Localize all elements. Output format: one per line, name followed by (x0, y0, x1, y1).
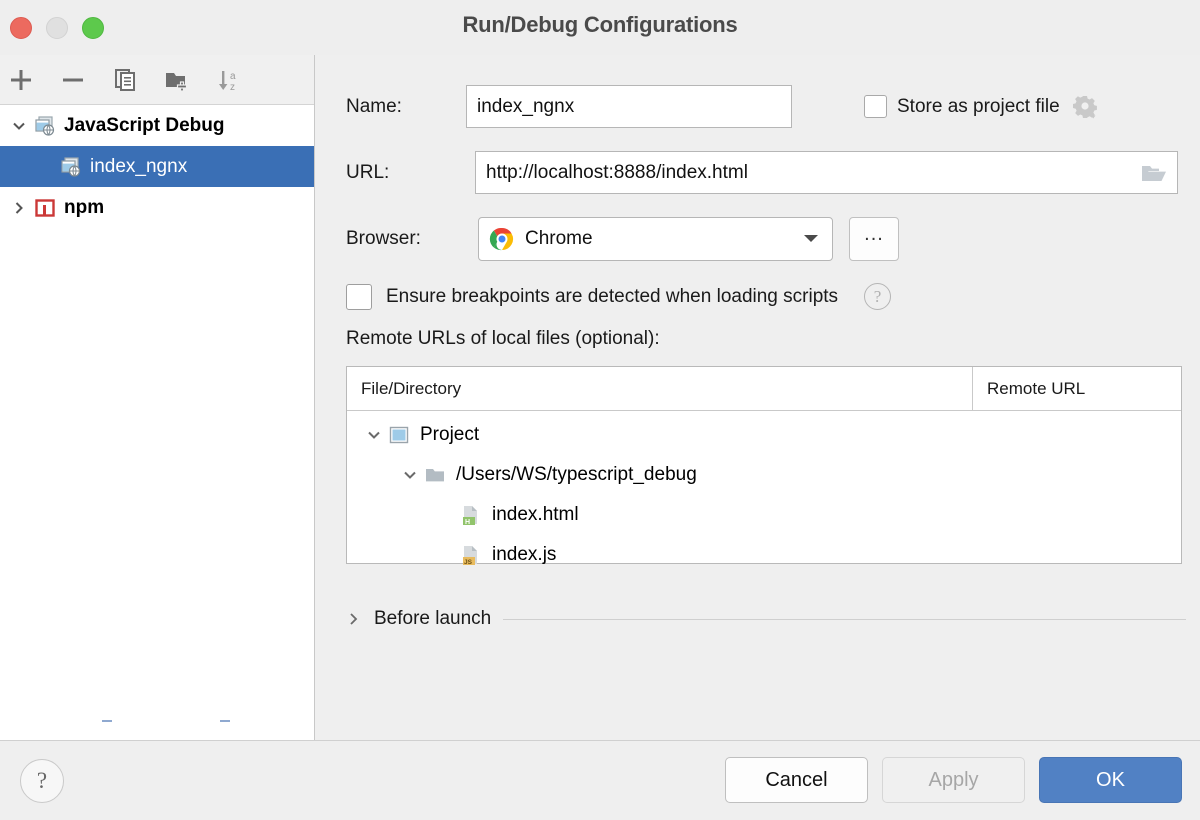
table-row-label: /Users/WS/typescript_debug (456, 464, 697, 485)
before-launch-label: Before launch (374, 608, 492, 629)
browser-label: Browser: (346, 228, 421, 249)
chevron-down-icon[interactable] (6, 113, 32, 139)
table-row[interactable]: JS index.js (347, 535, 1181, 575)
configurations-toolbar: a z (0, 55, 314, 105)
ok-button[interactable]: OK (1039, 757, 1182, 803)
url-input-value: http://localhost:8888/index.html (486, 161, 748, 183)
svg-text:JS: JS (464, 559, 473, 566)
chevron-down-icon[interactable] (361, 422, 387, 448)
gear-dropdown-icon[interactable] (1070, 92, 1100, 122)
tree-item-index-ngnx[interactable]: index_ngnx (0, 146, 314, 187)
close-button[interactable] (10, 17, 32, 39)
url-input[interactable]: http://localhost:8888/index.html (475, 151, 1178, 194)
browser-row: Browser: Chrome (346, 217, 1178, 261)
ensure-breakpoints-help-icon[interactable]: ? (864, 283, 892, 310)
apply-button[interactable]: Apply (882, 757, 1025, 803)
svg-text:H: H (465, 519, 470, 526)
folder-icon (423, 463, 447, 487)
remote-urls-title: Remote URLs of local files (optional): (346, 328, 660, 349)
table-row-label: Project (420, 424, 480, 445)
help-button[interactable]: ? (20, 759, 64, 803)
table-row[interactable]: H index.html (347, 495, 1181, 535)
configurations-panel: a z (0, 55, 315, 740)
sort-alphabetically-button[interactable]: a z (214, 65, 244, 95)
remote-urls-table: File/Directory Remote URL (346, 366, 1182, 566)
before-launch-divider (503, 618, 1186, 620)
window-controls (10, 17, 104, 39)
name-input[interactable]: index_ngnx (466, 85, 792, 128)
store-as-project-file-checkbox[interactable] (864, 95, 887, 118)
name-row: Name: index_ngnx Store as project file (346, 85, 1178, 128)
browser-select[interactable]: Chrome (478, 217, 833, 261)
dialog-title: Run/Debug Configurations (462, 12, 738, 37)
tree-item-npm[interactable]: npm (0, 187, 314, 228)
browser-select-value: Chrome (525, 228, 593, 249)
add-configuration-button[interactable] (6, 65, 36, 95)
table-body: Project /Users/WS/typescript_debug (347, 411, 1181, 575)
svg-text:a: a (230, 71, 236, 82)
cancel-button[interactable]: Cancel (725, 757, 868, 803)
folder-open-icon[interactable] (1137, 158, 1171, 188)
store-as-project-file-label: Store as project file (897, 95, 1060, 117)
chevron-right-icon[interactable] (6, 195, 32, 221)
chevron-right-icon[interactable] (346, 610, 362, 628)
table-row[interactable]: /Users/WS/typescript_debug (347, 455, 1181, 495)
before-launch-section[interactable]: Before launch (346, 608, 1186, 630)
store-as-project-file-row[interactable]: Store as project file (864, 92, 1100, 122)
title-bar: Run/Debug Configurations (0, 0, 1200, 55)
tree-item-label: JavaScript Debug (64, 114, 225, 136)
new-folder-button[interactable] (162, 65, 192, 95)
ensure-breakpoints-label: Ensure breakpoints are detected when loa… (386, 285, 839, 307)
ensure-breakpoints-checkbox[interactable] (346, 283, 372, 310)
column-header-file-directory[interactable]: File/Directory (347, 367, 973, 410)
svg-text:z: z (230, 82, 235, 93)
ensure-breakpoints-row[interactable]: Ensure breakpoints are detected when loa… (346, 283, 1178, 310)
minimize-button[interactable] (46, 17, 68, 39)
panel-bottom-hint (0, 720, 315, 722)
chrome-icon (489, 226, 515, 252)
tree-item-label: index_ngnx (90, 155, 188, 177)
npm-icon (32, 195, 58, 221)
column-header-remote-url[interactable]: Remote URL (987, 378, 1086, 398)
chevron-down-icon[interactable] (802, 228, 820, 250)
table-row-label: index.html (492, 504, 579, 525)
html-file-icon: H (459, 503, 483, 527)
table-header: File/Directory Remote URL (347, 367, 1181, 411)
js-file-icon: JS (459, 543, 483, 567)
remove-configuration-button[interactable] (58, 65, 88, 95)
dialog-footer: ? Cancel Apply OK (0, 740, 1200, 820)
url-label: URL: (346, 161, 390, 183)
browser-more-button[interactable]: ... (849, 217, 899, 261)
dialog-buttons: Cancel Apply OK (725, 757, 1182, 803)
tree-item-javascript-debug[interactable]: JavaScript Debug (0, 105, 314, 146)
configuration-editor: Name: index_ngnx Store as project file U… (316, 55, 1200, 740)
project-module-icon (387, 423, 411, 447)
table-row-label: index.js (492, 544, 557, 565)
tree-item-label: npm (64, 196, 105, 218)
name-label: Name: (346, 95, 402, 117)
table-row[interactable]: Project (347, 415, 1181, 455)
javascript-debug-icon (58, 154, 84, 180)
copy-configuration-button[interactable] (110, 65, 140, 95)
chevron-down-icon[interactable] (397, 462, 423, 488)
configurations-tree[interactable]: JavaScript Debug index_ngnx (0, 105, 314, 228)
maximize-button[interactable] (82, 17, 104, 39)
url-row: URL: http://localhost:8888/index.html (346, 151, 1178, 194)
javascript-debug-icon (32, 113, 58, 139)
